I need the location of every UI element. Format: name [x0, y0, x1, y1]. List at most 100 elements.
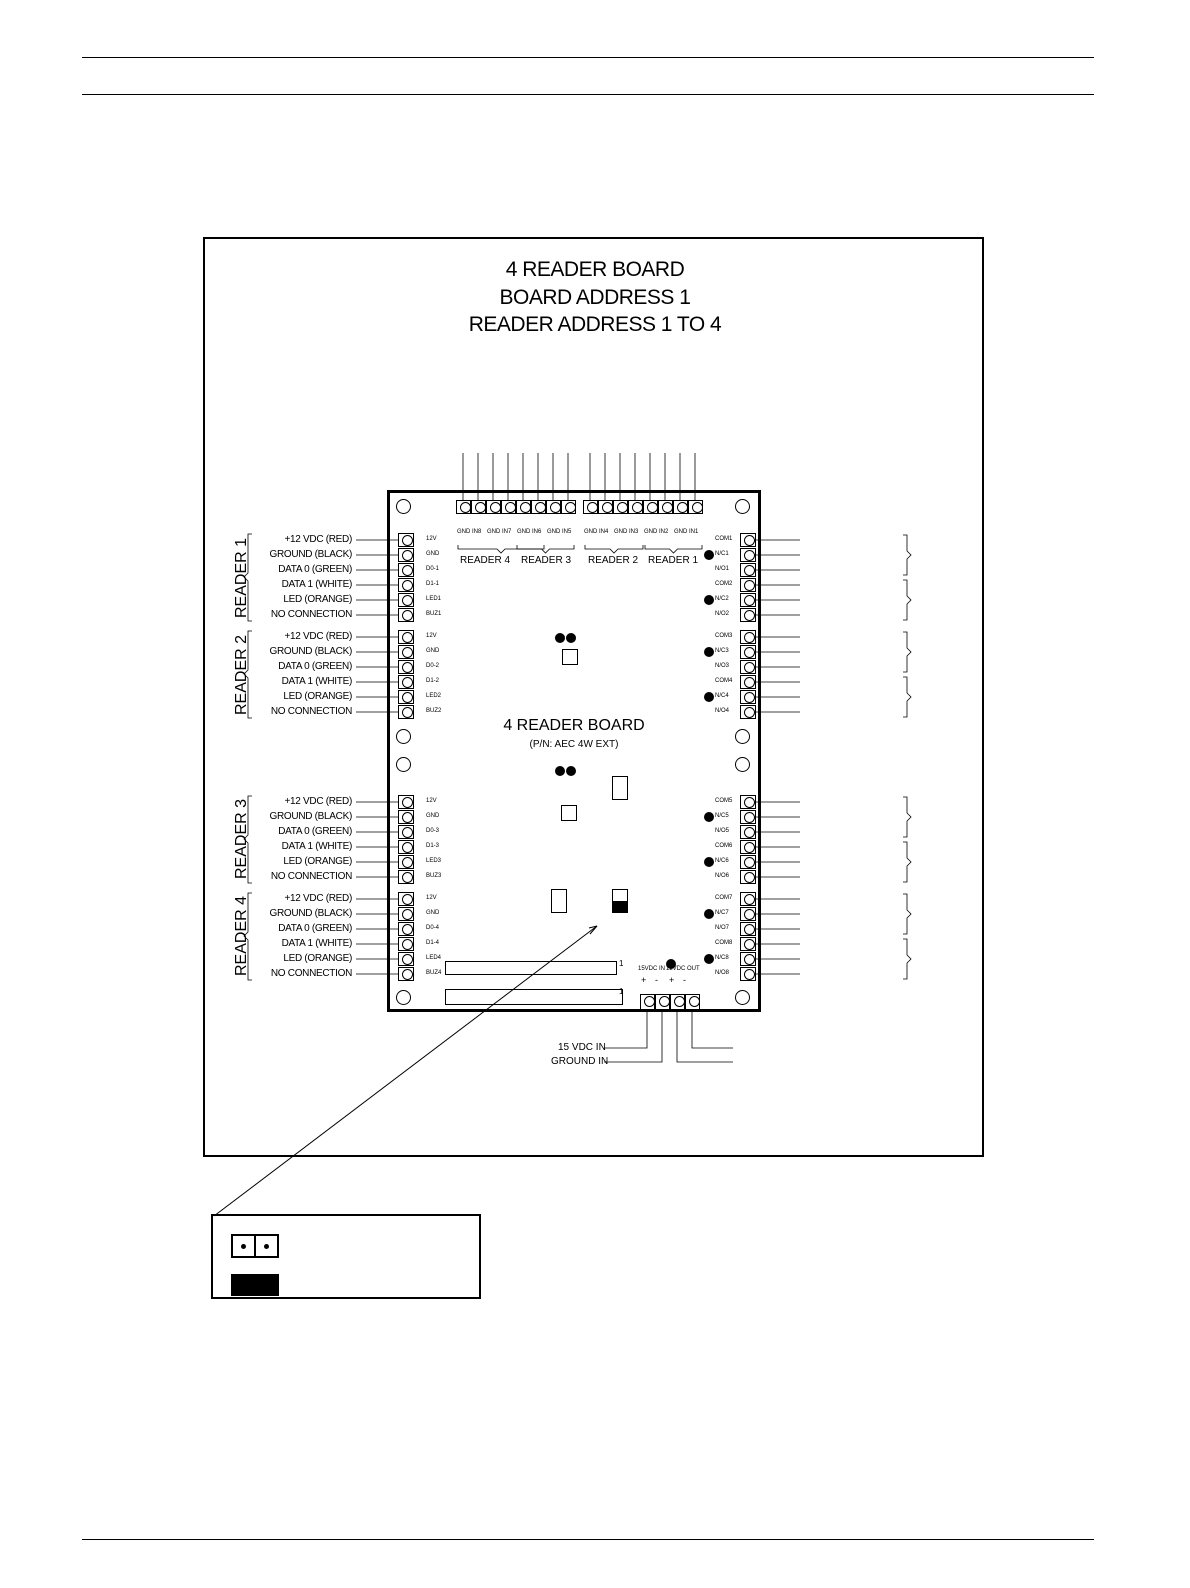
input-pin-label: IN1 — [689, 529, 699, 535]
bracket — [457, 545, 545, 554]
screw-terminal — [531, 500, 546, 514]
screw-terminal — [740, 907, 756, 921]
mount-hole-bl — [396, 990, 411, 1005]
screw-terminal — [398, 705, 414, 719]
relay-pin-label: N/C3 — [715, 648, 729, 654]
screw-terminal — [398, 690, 414, 704]
bracket — [584, 545, 644, 554]
screw-terminal — [398, 937, 414, 951]
ribbon-connector-lower — [445, 989, 623, 1005]
wire-label: NO CONNECTION — [270, 968, 352, 979]
diagram-title-line-1: 4 READER BOARD — [505, 258, 685, 281]
screw-terminal — [398, 608, 414, 622]
power-terminal — [640, 994, 655, 1011]
screw-terminal — [398, 855, 414, 869]
input-pin-label: GND — [614, 529, 628, 535]
pin-label: LED2 — [426, 693, 442, 699]
screw-terminal — [628, 500, 643, 514]
pin-label: BUZ4 — [426, 970, 442, 976]
wire-line — [589, 925, 598, 935]
screw-terminal — [398, 563, 414, 577]
screw-terminal — [398, 870, 414, 884]
header-rule-top — [82, 57, 1094, 58]
bracket — [516, 545, 575, 554]
bracket — [676, 1011, 733, 1063]
bracket — [644, 545, 703, 554]
screw-terminal — [501, 500, 516, 514]
input-pin-label: GND — [457, 529, 471, 535]
relay-led — [704, 595, 714, 605]
screw-terminal — [740, 952, 756, 966]
relay-pin-label: N/O2 — [715, 611, 730, 617]
wire-label: NO CONNECTION — [270, 871, 352, 882]
relay-pin-label: COM2 — [715, 581, 733, 587]
bracket — [604, 1011, 648, 1049]
diagram-title-line-3: READER ADDRESS 1 TO 4 — [468, 313, 722, 336]
wire-label: DATA 1 (WHITE) — [281, 579, 353, 590]
screw-terminal — [561, 500, 576, 514]
relay-pin-label: COM8 — [715, 940, 733, 946]
ribbon-connector-upper — [445, 961, 617, 975]
screw-terminal — [398, 952, 414, 966]
bracket — [903, 796, 912, 838]
screw-terminal — [740, 705, 756, 719]
pin-label: D1-4 — [426, 940, 440, 946]
mount-hole-tr — [735, 499, 750, 514]
screw-terminal — [740, 840, 756, 854]
relay-pin-label: N/O4 — [715, 708, 730, 714]
relay-led — [704, 647, 714, 657]
jumper-block — [561, 805, 577, 821]
screw-terminal — [546, 500, 561, 514]
wire-label: LED (ORANGE) — [283, 953, 352, 964]
relay-pin-label: N/O6 — [715, 873, 730, 879]
led-indicator — [566, 766, 576, 776]
pin-label: GND — [426, 648, 440, 654]
relay-pin-label: N/C6 — [715, 858, 729, 864]
relay-led — [704, 812, 714, 822]
wire-label: NO CONNECTION — [270, 706, 352, 717]
wire-label: DATA 1 (WHITE) — [281, 676, 353, 687]
wire-label: DATA 1 (WHITE) — [281, 938, 353, 949]
input-pin-label: IN3 — [629, 529, 639, 535]
relay-pin-label: COM1 — [715, 536, 733, 542]
wire-label: DATA 0 (GREEN) — [278, 564, 352, 575]
power-terminal — [685, 994, 700, 1011]
wire-label: GROUND (BLACK) — [269, 908, 353, 919]
led-indicator — [555, 766, 565, 776]
screw-terminal — [398, 660, 414, 674]
input-pin-label: IN2 — [659, 529, 669, 535]
screw-terminal — [673, 500, 688, 514]
screw-terminal — [740, 660, 756, 674]
wire-label: DATA 0 (GREEN) — [278, 826, 352, 837]
pin-label: D0-1 — [426, 566, 440, 572]
screw-terminal — [516, 500, 531, 514]
wire-label: DATA 0 (GREEN) — [278, 923, 352, 934]
relay-led — [704, 857, 714, 867]
mount-hole-tl — [396, 499, 411, 514]
power-terminal — [655, 994, 670, 1011]
relay-pin-label: COM7 — [715, 895, 733, 901]
board-part-number: (P/N: AEC 4W EXT) — [529, 739, 619, 750]
screw-terminal — [598, 500, 613, 514]
screw-terminal — [398, 840, 414, 854]
relay-pin-label: N/C7 — [715, 910, 729, 916]
jumper-block — [551, 889, 567, 913]
pin-label: GND — [426, 910, 440, 916]
screw-terminal — [658, 500, 673, 514]
pin-label: 12V — [426, 633, 437, 639]
bracket — [243, 892, 252, 981]
mount-hole-ml2 — [396, 757, 411, 772]
screw-terminal — [740, 563, 756, 577]
jumper-legend — [211, 1214, 481, 1299]
top-reader-label: READER 3 — [521, 555, 572, 566]
bracket — [243, 630, 252, 719]
pin-label: 12V — [426, 895, 437, 901]
relay-pin-label: N/C8 — [715, 955, 729, 961]
screw-terminal — [740, 593, 756, 607]
screw-terminal — [740, 967, 756, 981]
relay-pin-label: N/O8 — [715, 970, 730, 976]
reader-2-label: READER 2 — [233, 634, 250, 715]
relay-pin-label: COM4 — [715, 678, 733, 684]
screw-terminal — [398, 548, 414, 562]
